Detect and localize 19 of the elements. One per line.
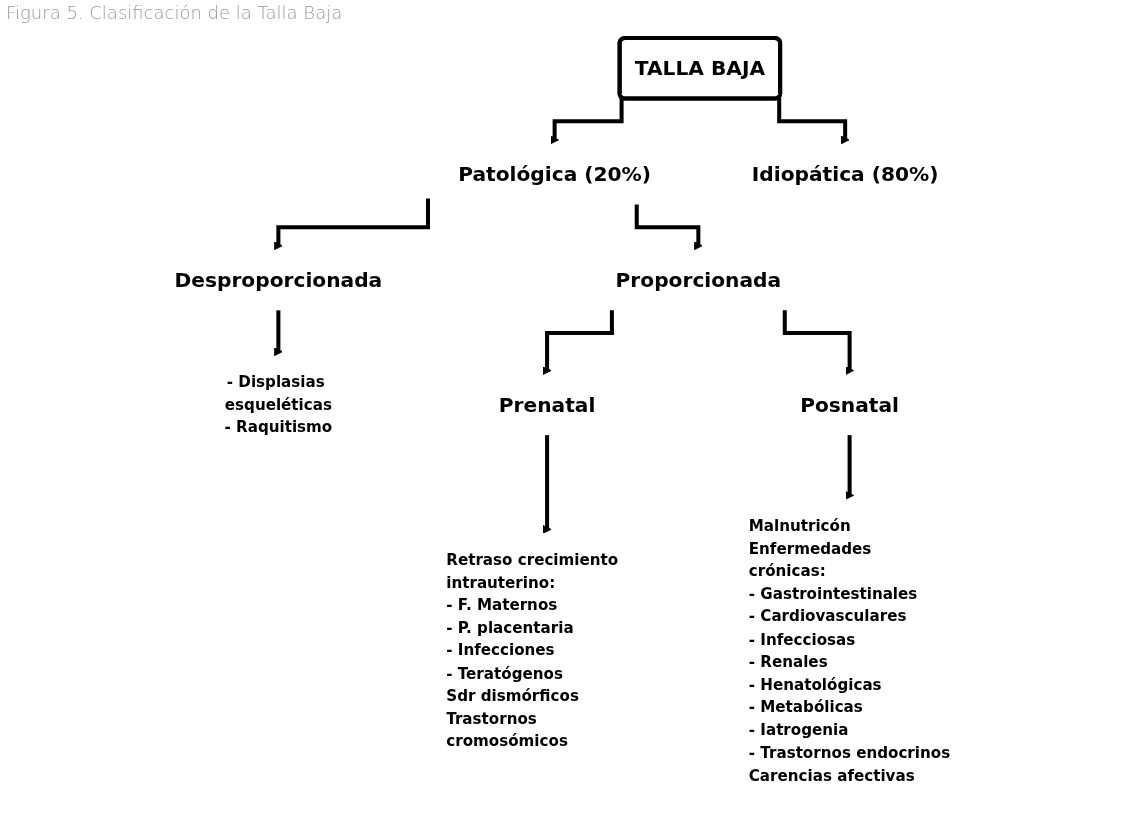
arrow bbox=[845, 435, 855, 500]
arrow bbox=[782, 310, 855, 376]
arrow bbox=[542, 310, 614, 376]
arrow bbox=[273, 310, 283, 357]
node-text: Prenatal bbox=[498, 392, 596, 417]
node-text: - Displasias esqueléticas - Raquitismo bbox=[224, 372, 333, 437]
arrow bbox=[273, 198, 430, 251]
node-text: Retraso crecimiento intrauterino: - F. Maternos - P. placentaria - Infecciones - Teratógenos Sdr dismórficos Trastornos cromosómicos bbox=[446, 550, 619, 751]
node-text: Proporcionada bbox=[615, 267, 782, 293]
figure-title: Figura 5. Clasificación de la Talla Baja bbox=[6, 2, 343, 23]
node-text: Patológica (20%) bbox=[458, 162, 651, 187]
node-text: Posnatal bbox=[800, 392, 899, 417]
arrow bbox=[550, 97, 624, 145]
arrow bbox=[634, 204, 703, 251]
arrow bbox=[777, 97, 850, 145]
node-text: Desproporcionada bbox=[174, 267, 383, 293]
node-text: Idiopática (80%) bbox=[751, 162, 939, 187]
arrow bbox=[542, 435, 552, 534]
node-text: Malnutricón Enfermedades crónicas: - Gastrointestinales - Cardiovasculares - Infecciosas - Renales - Henatológicas - Metabólicas - Iatrogenia - Trastornos endocrinos Carencias afectivas bbox=[748, 516, 951, 785]
